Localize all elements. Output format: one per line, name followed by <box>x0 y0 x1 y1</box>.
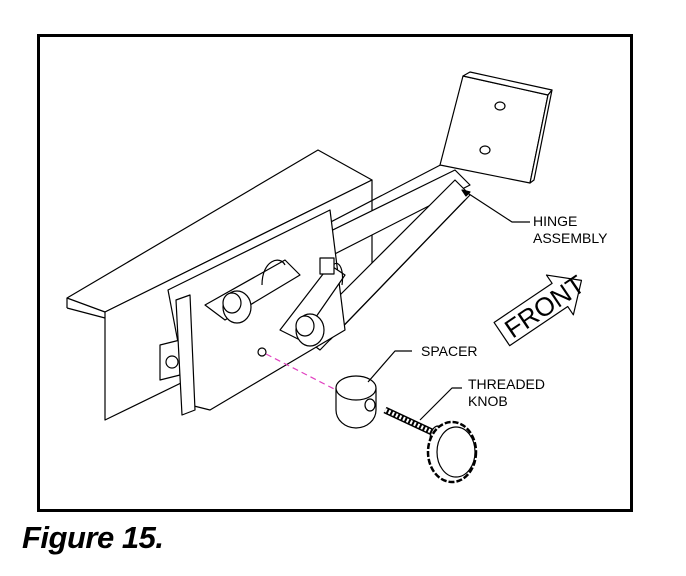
figure-caption: Figure 15. <box>22 520 164 555</box>
knob-leader <box>419 387 462 421</box>
spacer-part <box>335 375 377 429</box>
alignment-axis <box>265 353 341 393</box>
front-arrow: FRONT <box>493 269 590 347</box>
spacer-leader <box>367 350 412 383</box>
hinge-assembly-label: HINGE ASSEMBLY <box>533 213 607 247</box>
hinge-label-line2: ASSEMBLY <box>533 230 608 246</box>
knob-label-line1: THREADED <box>468 376 546 392</box>
hinge-label-line1: HINGE <box>533 213 578 229</box>
threaded-knob-label: THREADED KNOB <box>468 376 545 410</box>
hinge-leader <box>465 191 530 223</box>
knob-label-line2: KNOB <box>468 393 508 409</box>
mounting-plate <box>439 71 553 184</box>
spacer-label: SPACER <box>421 343 478 359</box>
front-label: FRONT <box>499 269 590 344</box>
threaded-knob-part <box>383 406 478 484</box>
pivot-links <box>204 257 346 347</box>
figure-frame <box>37 34 633 512</box>
hinge-plate <box>159 209 346 416</box>
